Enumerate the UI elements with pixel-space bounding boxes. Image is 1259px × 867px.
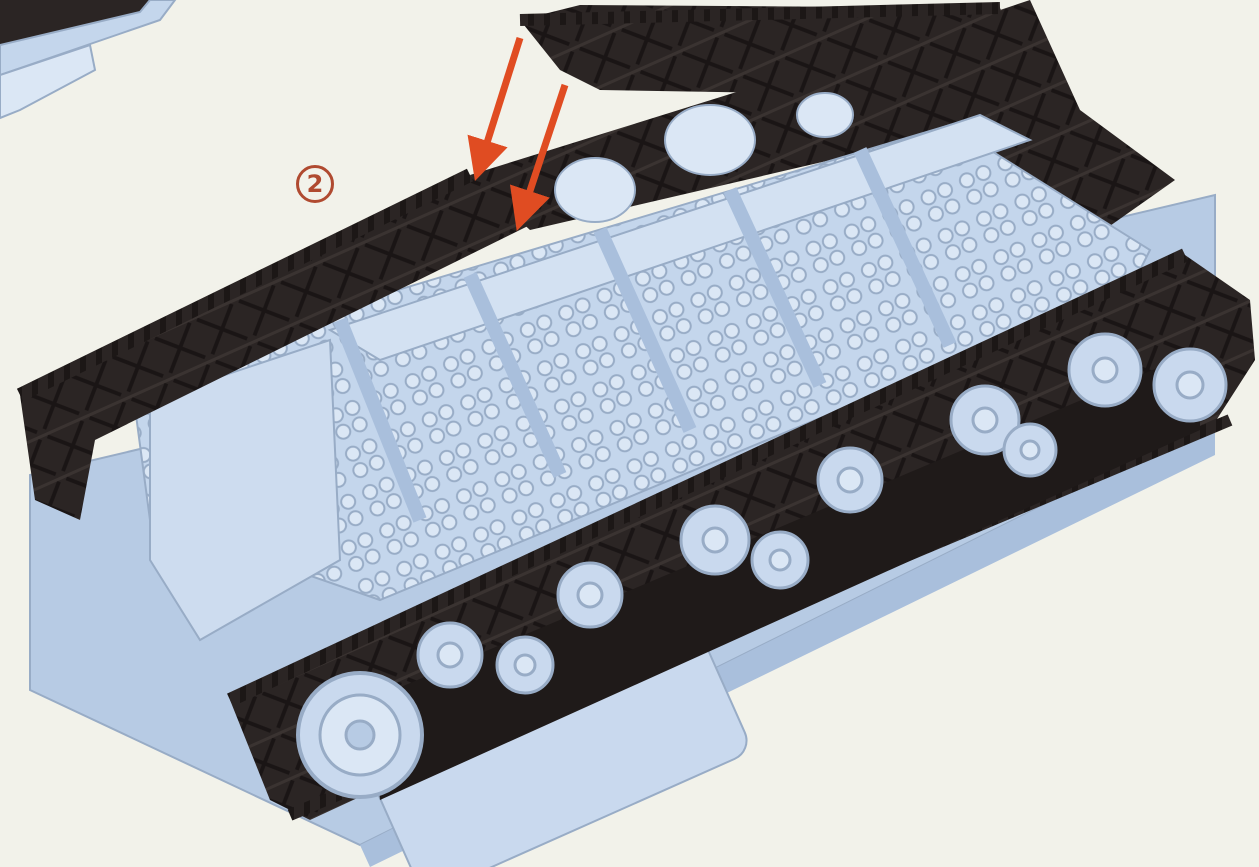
road-wheel xyxy=(752,532,808,588)
drive-sprocket xyxy=(298,673,422,797)
road-wheel xyxy=(1069,334,1141,406)
road-wheel xyxy=(1154,349,1226,421)
down-left-arrow-icon xyxy=(480,38,520,165)
step-number-badge: 2 xyxy=(296,165,334,203)
previous-step-fragment xyxy=(0,0,175,118)
road-wheel xyxy=(497,637,553,693)
road-wheel xyxy=(558,563,622,627)
road-wheel xyxy=(1004,424,1056,476)
road-wheel xyxy=(681,506,749,574)
road-wheel xyxy=(418,623,482,687)
road-wheel xyxy=(818,448,882,512)
